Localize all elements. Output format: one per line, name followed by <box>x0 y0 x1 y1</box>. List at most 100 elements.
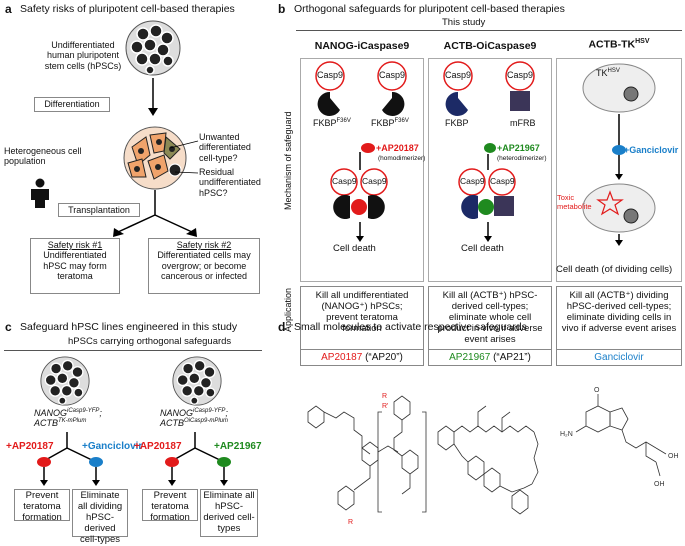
toxic-metabolite-label: Toxic metabolite <box>557 193 592 211</box>
line2-gene-b: ACTB <box>160 418 185 429</box>
col2-application: Kill all (ACTB⁺) hPSC-derived cell-types… <box>428 286 552 358</box>
col3-mechanism-icon <box>582 63 656 246</box>
col1-fkbp-left: FKBPF36V <box>313 118 351 128</box>
col2-ap21967: +AP21967 <box>497 143 540 153</box>
panel-b-title: Orthogonal safeguards for pluripotent ce… <box>294 3 565 15</box>
svg-text:R: R <box>382 393 387 400</box>
line1-gene-b: ACTB <box>34 418 59 429</box>
unwanted-label: Unwanted differentiated cell-type? <box>199 132 251 163</box>
svg-text:H₂N: H₂N <box>560 431 573 438</box>
col3-mech-box <box>556 58 682 282</box>
arrow-down-1 <box>148 78 158 116</box>
col1-dimer-casp9-left: Casp9 <box>332 176 357 186</box>
risk1-title: Safety risk #1 <box>47 240 103 250</box>
molecule1-alias: (“AP20”) <box>362 352 403 363</box>
col2-mechanism-icon <box>443 61 535 242</box>
col1-application: Kill all undifferentiated (NANOG⁺) hPSCs… <box>300 286 424 358</box>
panel-a-title: Safety risks of pluripotent cell-based t… <box>20 3 235 15</box>
ganciclovir-structure-icon: O H₂N OH OH <box>560 387 679 488</box>
col2-mfrb: mFRB <box>510 118 536 128</box>
col3-title: ACTB-TKHSV <box>556 38 682 51</box>
differentiation-box: Differentiation <box>34 97 110 112</box>
col1-dimer-casp9-right: Casp9 <box>362 176 387 186</box>
col3-title-main: ACTB-TK <box>588 38 636 51</box>
col1-ap20187: +AP20187 <box>376 143 419 153</box>
col1-casp9-left: Casp9 <box>317 70 344 80</box>
c1-ap20187: +AP20187 <box>6 441 54 452</box>
transplantation-box: Transplantation <box>58 203 140 217</box>
panel-c-title: Safeguard hPSC lines engineered in this … <box>20 321 238 333</box>
c2-eliminate-box: Eliminate all hPSC-derived cell-types <box>200 489 258 537</box>
panel-c-line <box>4 350 262 351</box>
f36v-sup: F36V <box>394 118 409 124</box>
panel-a-letter: a <box>5 2 12 16</box>
mechanism-label: Mechanism of safeguard <box>283 111 293 210</box>
svg-text:O: O <box>594 387 600 394</box>
heterogeneous-population-icon <box>123 126 187 190</box>
col2-mech-box <box>428 58 552 282</box>
col3-ganciclovir: +Ganciclovir <box>624 145 679 155</box>
col1-fkbp-right: FKBPF36V <box>371 118 409 128</box>
col3-cell-death: Cell death (of dividing cells) <box>556 264 673 275</box>
svg-text:OH: OH <box>654 481 665 488</box>
molecule3-label-box: Ganciclovir <box>556 349 682 366</box>
col2-cell-death: Cell death <box>461 243 504 254</box>
svg-text:OH: OH <box>668 453 679 460</box>
molecule1-label-box: AP20187 (“AP20”) <box>300 349 424 366</box>
c2-ap20187: +AP20187 <box>134 441 182 452</box>
col2-title: ACTB-OiCaspase9 <box>443 40 537 52</box>
branch-arrows-c1 <box>37 432 103 486</box>
c1-ganciclovir: +Ganciclovir <box>82 441 143 452</box>
col2-dimer-casp9-right: Casp9 <box>490 176 515 186</box>
this-study-line <box>296 30 682 31</box>
hpsc-line1-icon <box>40 356 90 406</box>
risk2-text: Differentiated cells may overgrow; or be… <box>157 250 251 282</box>
c1-eliminate-box: Eliminate all dividing hPSC-derived cell… <box>72 489 128 545</box>
tk-sup: HSV <box>607 68 620 74</box>
hpsc-line2-icon <box>172 356 222 406</box>
molecule2-alias: (“AP21”) <box>490 352 531 363</box>
c1-prevent-box: Prevent teratoma formation <box>14 489 70 523</box>
col1-cell-death: Cell death <box>333 243 376 254</box>
panel-d-letter: d <box>278 320 286 334</box>
risk2-box: Safety risk #2 Differentiated cells may … <box>148 238 260 294</box>
callout-lines <box>169 140 199 174</box>
ap21967-structure-icon <box>437 405 539 515</box>
molecule2-label-box: AP21967 (“AP21”) <box>428 349 552 366</box>
line1-gene-b-sup: TK-mPlum <box>58 418 87 425</box>
line1-gene-a: NANOG <box>34 408 68 418</box>
col2-casp9-left: Casp9 <box>445 70 472 80</box>
fkbp-f36v-label: FKBP <box>313 118 337 128</box>
svg-text:R: R <box>348 519 353 526</box>
molecule2-name: AP21967 <box>449 352 491 363</box>
panel-c-letter: c <box>5 320 12 334</box>
branch-arrows-a <box>113 190 197 237</box>
line2-gene-b-sup: OiCasp9-mPlum <box>184 418 229 425</box>
this-study-label: This study <box>442 17 486 28</box>
c2-prevent-box: Prevent teratoma formation <box>142 489 198 523</box>
col1-casp9-right: Casp9 <box>379 70 406 80</box>
panel-b-letter: b <box>278 2 286 16</box>
col2-fkbp: FKBP <box>445 118 469 128</box>
col3-title-sup: HSV <box>635 38 650 45</box>
risk2-title: Safety risk #2 <box>176 240 232 250</box>
line2-gene-a-sup: iCasp9-YFP <box>193 408 226 414</box>
hpsc-colony-icon <box>125 20 181 76</box>
f36v-sup: F36V <box>336 118 351 124</box>
col2-casp9-right: Casp9 <box>507 70 534 80</box>
panel-d-title: Small molecules to activate respective s… <box>294 321 527 333</box>
line2-genotype: NANOGiCasp9-YFP; ACTBOiCasp9-mPlum <box>160 408 229 429</box>
heterodimerizer-label: (heterodimerizer) <box>497 155 547 162</box>
molecule1-name: AP20187 <box>321 352 363 363</box>
line1-genotype: NANOGiCasp9-YFP; ACTBTK-mPlum <box>34 408 102 429</box>
c2-ap21967: +AP21967 <box>214 441 262 452</box>
person-icon <box>31 178 49 208</box>
branch-arrows-c2 <box>165 432 231 486</box>
col1-mech-box <box>300 58 424 282</box>
homodimerizer-label: (homodimerizer) <box>378 155 426 162</box>
col1-mechanism-icon <box>315 61 407 242</box>
risk1-text: Undifferentiated hPSC may form teratoma <box>43 250 107 282</box>
svg-text:R': R' <box>382 403 388 410</box>
col2-dimer-casp9-left: Casp9 <box>460 176 485 186</box>
line2-gene-a: NANOG <box>160 408 194 418</box>
